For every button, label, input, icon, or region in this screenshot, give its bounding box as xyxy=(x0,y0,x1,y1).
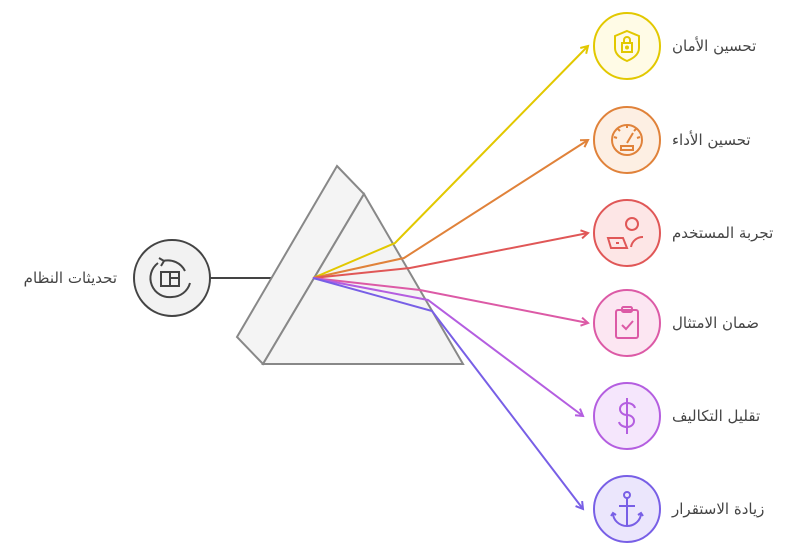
arrowhead-icon xyxy=(580,44,590,55)
ray-6 xyxy=(312,277,585,511)
anchor-icon xyxy=(610,491,644,527)
outcome-label: تحسين الأداء xyxy=(672,130,751,149)
ray-1 xyxy=(312,44,590,279)
outcome-label: ضمان الامتثال xyxy=(672,314,759,332)
source-label: تحديثات النظام xyxy=(24,269,117,287)
ray-5 xyxy=(312,277,585,418)
outcome-node-5[interactable]: تقليل التكاليف xyxy=(593,382,760,450)
outcome-node-4[interactable]: ضمان الامتثال xyxy=(593,289,759,357)
source-node[interactable]: تحديثات النظام xyxy=(24,239,211,317)
clipboard-check-icon xyxy=(615,306,639,339)
outcome-label: زيادة الاستقرار xyxy=(671,500,764,518)
outcome-node-2[interactable]: تحسين الأداء xyxy=(593,106,751,174)
prism xyxy=(235,164,465,366)
ray-4 xyxy=(312,277,590,327)
user-laptop-icon xyxy=(606,217,644,249)
arrowhead-icon xyxy=(574,408,585,418)
refresh-box-icon xyxy=(149,257,191,299)
arrowhead-icon xyxy=(580,316,590,327)
ray-3 xyxy=(312,229,590,279)
ray-2 xyxy=(312,138,590,279)
speedometer-icon xyxy=(611,124,643,156)
dollar-icon xyxy=(618,398,636,434)
arrowhead-icon xyxy=(575,500,585,511)
arrowhead-icon xyxy=(579,138,590,148)
outcome-node-6[interactable]: زيادة الاستقرار xyxy=(593,475,764,543)
outcome-label: تحسين الأمان xyxy=(672,36,756,55)
outcome-label: تجربة المستخدم xyxy=(672,224,773,242)
shield-lock-icon xyxy=(614,29,640,63)
outcome-node-3[interactable]: تجربة المستخدم xyxy=(593,199,773,267)
arrowhead-icon xyxy=(580,229,590,240)
outcome-node-1[interactable]: تحسين الأمان xyxy=(593,12,756,80)
outcome-label: تقليل التكاليف xyxy=(672,407,760,425)
